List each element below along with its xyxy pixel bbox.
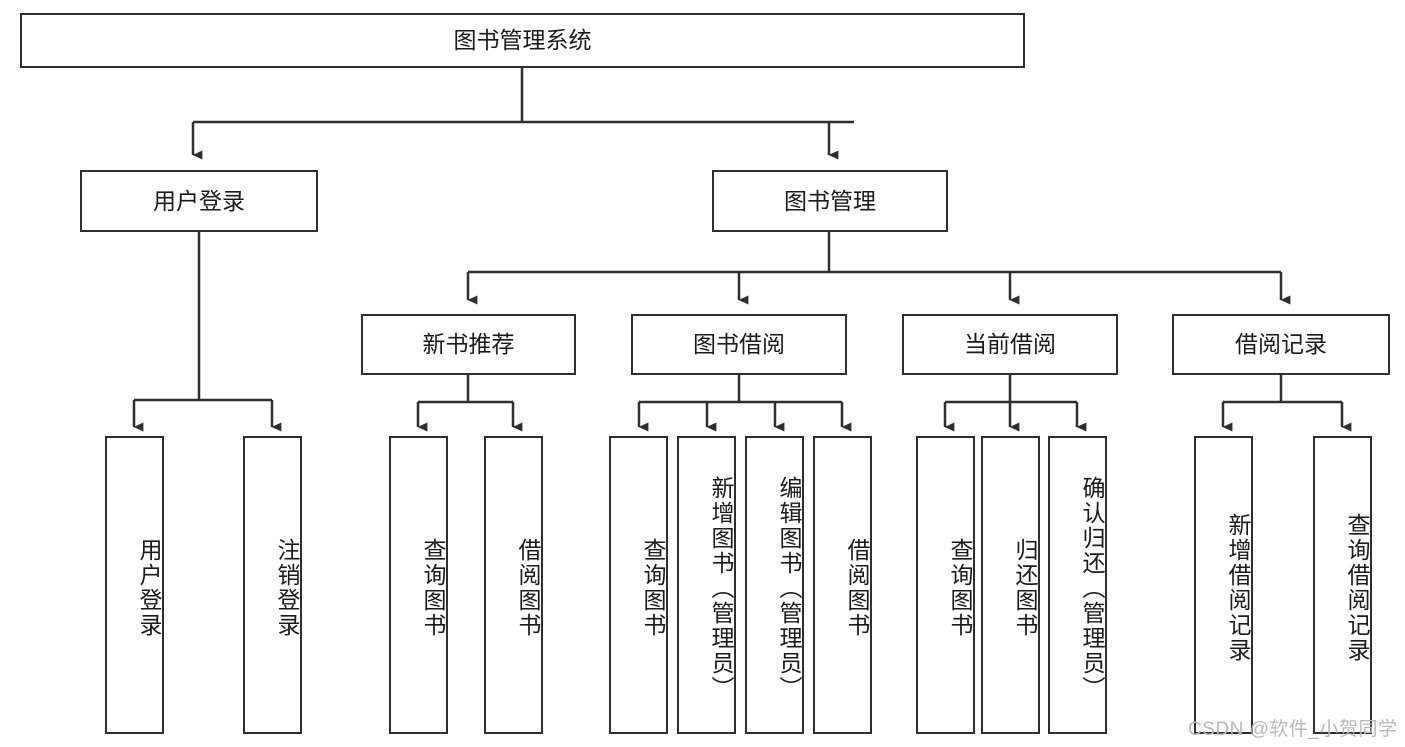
node-user-login[interactable]: 用户登录	[80, 170, 318, 232]
node-leaf-borrow-book[interactable]: 借阅图书	[813, 436, 872, 734]
node-leaf-add-book-admin[interactable]: 新增图书（管理员）	[677, 436, 736, 734]
node-root-system[interactable]: 图书管理系统	[20, 13, 1025, 68]
node-leaf-edit-book-admin[interactable]: 编辑图书（管理员）	[745, 436, 804, 734]
node-leaf-query-book-borrow[interactable]: 查询图书	[609, 436, 668, 734]
node-leaf-query-borrow-record[interactable]: 查询借阅记录	[1313, 436, 1372, 734]
node-leaf-logout[interactable]: 注销登录	[243, 436, 302, 734]
node-borrow-records[interactable]: 借阅记录	[1172, 314, 1390, 375]
node-current-borrow[interactable]: 当前借阅	[902, 314, 1118, 375]
node-leaf-add-borrow-record[interactable]: 新增借阅记录	[1194, 436, 1253, 734]
node-leaf-query-book-new[interactable]: 查询图书	[389, 436, 448, 734]
node-book-management[interactable]: 图书管理	[712, 170, 948, 232]
node-book-borrow[interactable]: 图书借阅	[631, 314, 847, 375]
node-new-book-recommend[interactable]: 新书推荐	[361, 314, 576, 375]
node-leaf-user-login[interactable]: 用户登录	[105, 436, 164, 734]
node-leaf-return-book[interactable]: 归还图书	[981, 436, 1040, 734]
node-leaf-borrow-book-new[interactable]: 借阅图书	[484, 436, 543, 734]
watermark-text: CSDN @软件_小贺同学	[1188, 719, 1398, 740]
node-leaf-confirm-return-admin[interactable]: 确认归还（管理员）	[1048, 436, 1107, 734]
node-leaf-query-book-current[interactable]: 查询图书	[916, 436, 975, 734]
